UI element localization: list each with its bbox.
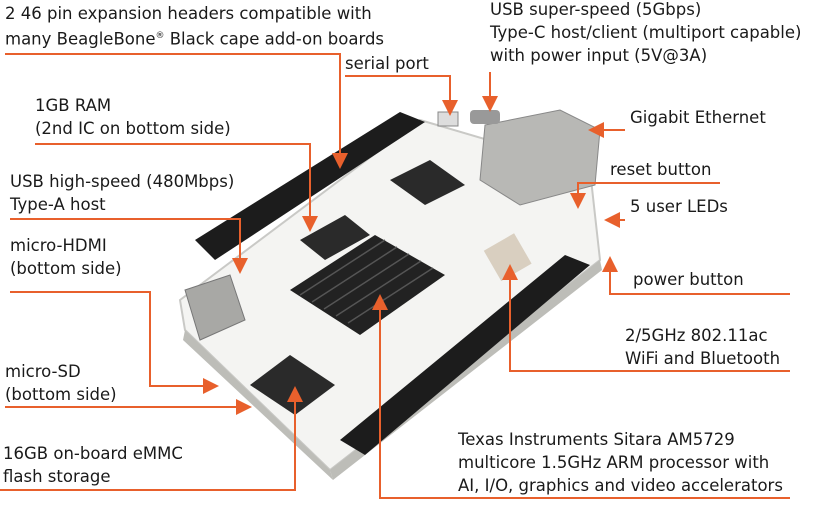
label-line: many BeagleBone® Black cape add-on board… [5,25,384,51]
label-line: flash storage [3,467,111,486]
leader-reset-button [570,182,720,209]
emmc-chip [250,355,335,415]
label-line: USB high-speed (480Mbps) [10,172,235,191]
label-line: (bottom side) [5,385,117,404]
label-wifi: 2/5GHz 802.11ac WiFi and Bluetooth [625,324,780,370]
label-power-button: power button [633,270,744,289]
pmic-chip [390,160,465,205]
label-line: USB super-speed (5Gbps) [490,0,702,19]
label-line: Type-C host/client (multiport capable) [490,23,802,42]
label-micro-hdmi: micro-HDMI (bottom side) [10,234,122,280]
leader-emmc [0,386,303,491]
usb-c-port [470,110,500,124]
leader-expansion-headers [5,53,348,169]
leader-serial-port [345,75,458,116]
label-line: (2nd IC on bottom side) [35,119,231,138]
leader-micro-hdmi [10,291,219,394]
label-usb-a: USB high-speed (480Mbps) Type-A host [10,170,234,216]
wifi-module [483,233,532,282]
label-line: Type-A host [10,195,106,214]
label-line: 2 46 pin expansion headers compatible wi… [5,4,372,23]
label-line: with power input (5V@3A) [490,46,708,65]
expansion-header-bottom [340,255,590,455]
leader-power-button [602,256,790,295]
leader-usb-a [10,218,248,274]
label-ram: 1GB RAM (2nd IC on bottom side) [35,94,231,140]
heatsink-fins [299,239,434,324]
label-serial-port: serial port [345,54,429,73]
label-reset-button: reset button [610,160,712,179]
heatsink [290,235,445,335]
label-line: micro-SD [5,362,81,381]
label-line: Texas Instruments Sitara AM5729 [458,430,735,449]
label-line: micro-HDMI [10,236,107,255]
usb-a-port [184,274,246,341]
leader-ram [35,143,318,232]
leader-wifi [502,264,790,372]
label-line: WiFi and Bluetooth [625,349,781,368]
label-user-leds: 5 user LEDs [630,197,728,216]
label-expansion-headers: 2 46 pin expansion headers compatible wi… [5,2,384,51]
label-line: 2/5GHz 802.11ac [625,326,768,345]
leader-processor [372,294,790,499]
ethernet-jack [479,109,601,206]
label-line: 1GB RAM [35,96,112,115]
label-text: many BeagleBone [5,29,156,49]
registered-mark: ® [155,31,165,41]
leader-lines [0,53,790,499]
label-line: (bottom side) [10,259,122,278]
label-emmc: 16GB on-board eMMC flash storage [3,442,183,488]
ram-chip [300,215,370,260]
label-line: AI, I/O, graphics and video accelerators [458,476,783,495]
label-usb-c: USB super-speed (5Gbps) Type-C host/clie… [490,0,801,67]
serial-port [437,111,459,127]
label-ethernet: Gigabit Ethernet [630,108,766,127]
label-line: 16GB on-board eMMC [3,444,183,463]
label-text: Black cape add-on boards [164,29,385,49]
label-micro-sd: micro-SD (bottom side) [5,360,117,406]
label-line: multicore 1.5GHz ARM processor with [458,453,770,472]
label-processor: Texas Instruments Sitara AM5729 multicor… [458,428,783,497]
